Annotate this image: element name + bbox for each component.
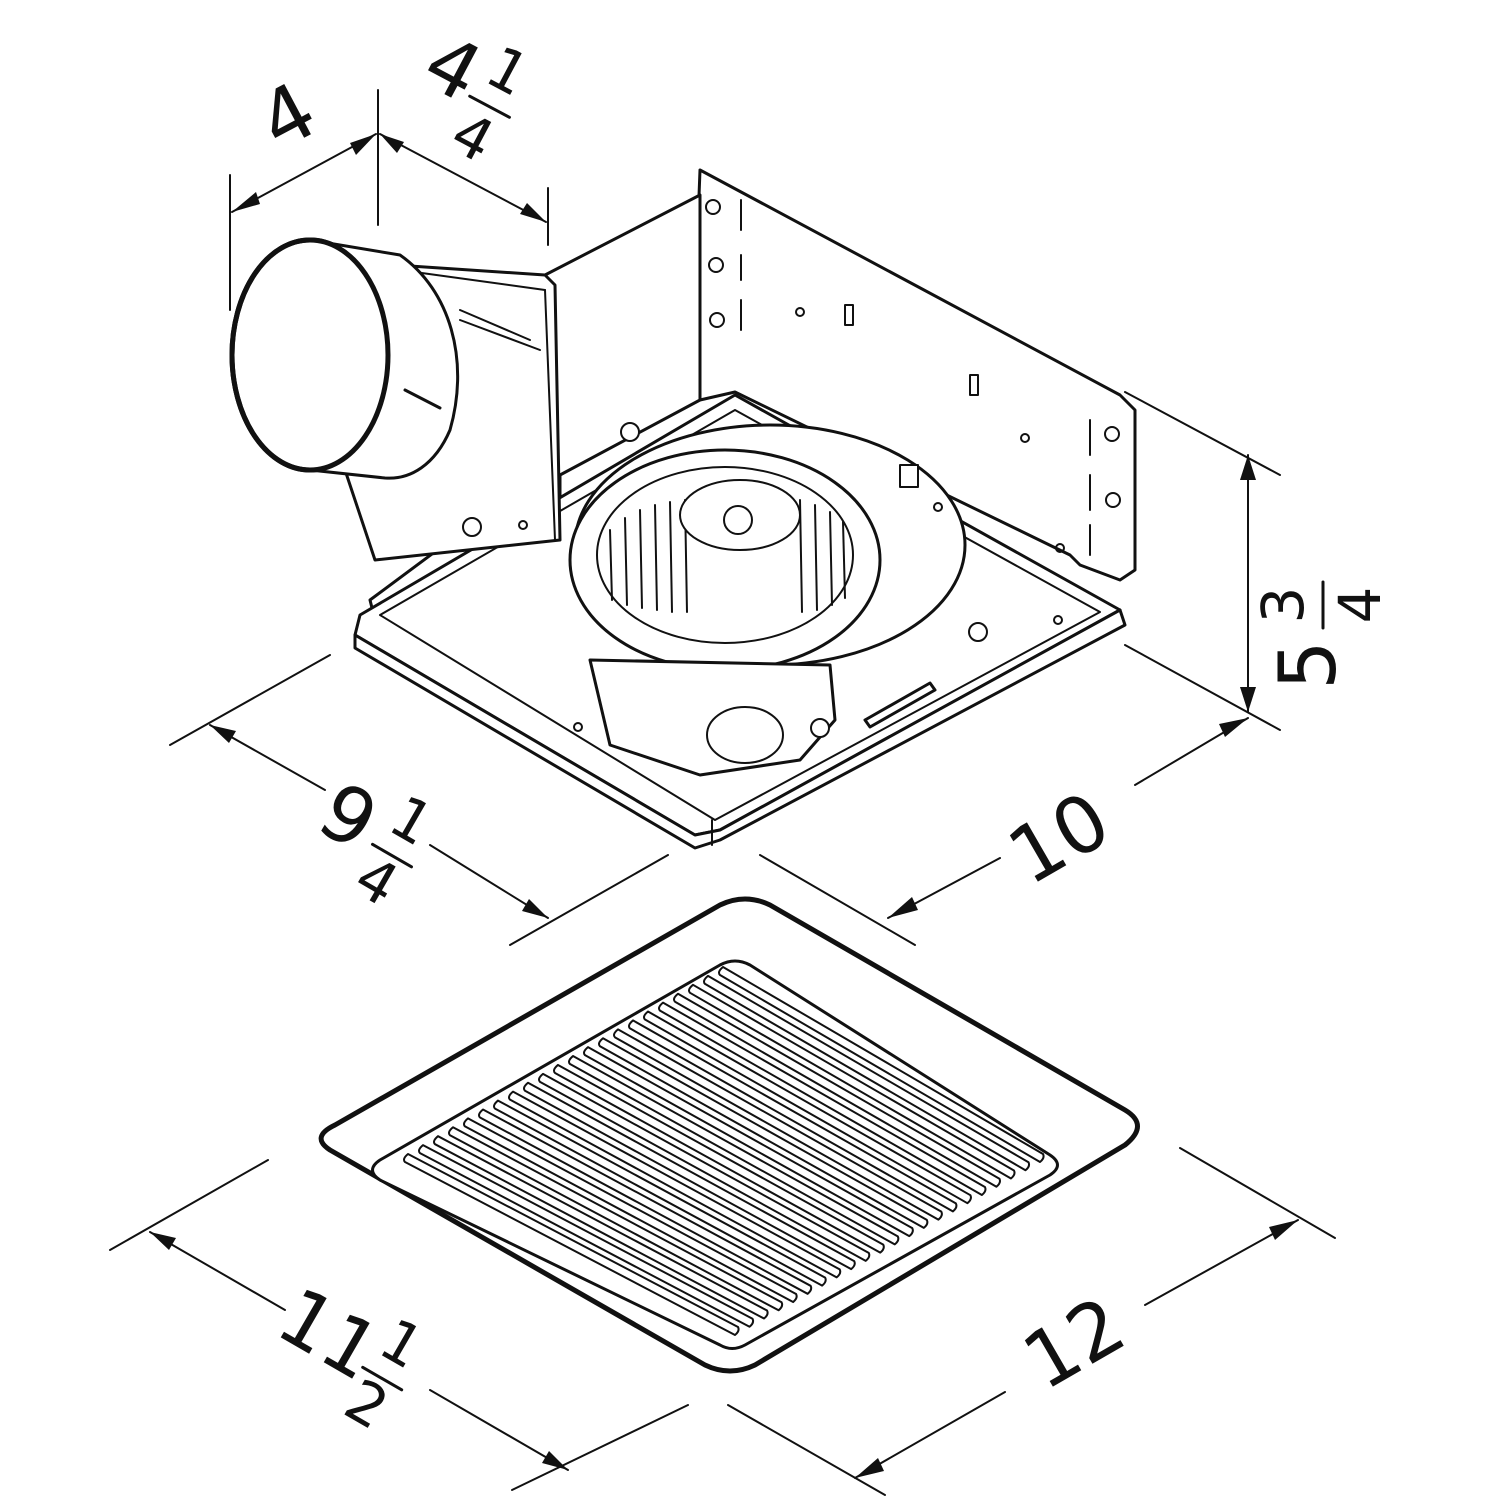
grille-slat bbox=[568, 1055, 900, 1246]
grille-slat bbox=[538, 1072, 871, 1262]
screws bbox=[462, 422, 1063, 738]
grille-slat bbox=[478, 1108, 813, 1295]
dim-line-grille-depth-b bbox=[429, 1389, 569, 1471]
grille bbox=[318, 896, 1140, 1374]
svg-text:10: 10 bbox=[994, 775, 1125, 903]
grille-slat bbox=[628, 1019, 958, 1213]
label-housing-width: 10 bbox=[994, 775, 1125, 903]
grille-slat bbox=[703, 974, 1031, 1172]
grille-slat bbox=[418, 1144, 755, 1328]
damper-tab bbox=[403, 388, 442, 410]
grille-slat bbox=[493, 1099, 827, 1287]
tray-front-lip bbox=[353, 608, 1127, 850]
grille-slat bbox=[403, 1153, 740, 1336]
grille-slat bbox=[433, 1135, 769, 1320]
label-grille-depth: 11 1 2 bbox=[263, 1271, 435, 1443]
grille-slat bbox=[553, 1063, 885, 1254]
motor-shaft bbox=[723, 505, 753, 535]
grille-slat bbox=[463, 1117, 798, 1304]
dim-line-grille-depth-a bbox=[149, 1231, 286, 1311]
grille-panel bbox=[371, 959, 1059, 1350]
plug-connector bbox=[706, 706, 784, 764]
svg-text:12: 12 bbox=[1009, 1280, 1140, 1408]
grille-slat bbox=[523, 1081, 856, 1271]
duct-collar-body bbox=[308, 238, 460, 480]
label-housing-depth: 9 1 4 bbox=[304, 766, 445, 920]
dim-line-duct-depth bbox=[379, 133, 547, 223]
grille-slat bbox=[718, 966, 1045, 1163]
label-housing-height: 5 3 4 bbox=[1249, 580, 1394, 690]
grille-slat bbox=[613, 1028, 943, 1221]
svg-text:5: 5 bbox=[1264, 640, 1354, 690]
label-duct-width: 4 bbox=[245, 66, 331, 169]
keyhole-slots bbox=[629, 199, 1121, 556]
svg-text:4: 4 bbox=[1326, 587, 1394, 624]
grille-slats bbox=[403, 966, 1045, 1336]
receptacle bbox=[899, 464, 919, 488]
grille-slat bbox=[508, 1090, 842, 1279]
svg-text:4: 4 bbox=[245, 66, 331, 169]
grille-slat bbox=[583, 1046, 914, 1238]
grille-slat bbox=[448, 1126, 784, 1312]
grille-slat bbox=[658, 1001, 987, 1196]
dimension-lines bbox=[109, 89, 1336, 1496]
label-grille-width: 12 bbox=[1009, 1280, 1140, 1408]
tray-slot bbox=[863, 681, 937, 729]
fan-housing bbox=[229, 168, 1137, 850]
grille-slat bbox=[673, 992, 1001, 1188]
grille-slat bbox=[688, 983, 1016, 1180]
grille-slat bbox=[643, 1010, 972, 1205]
svg-text:3: 3 bbox=[1249, 587, 1317, 624]
grille-slat bbox=[598, 1037, 929, 1229]
